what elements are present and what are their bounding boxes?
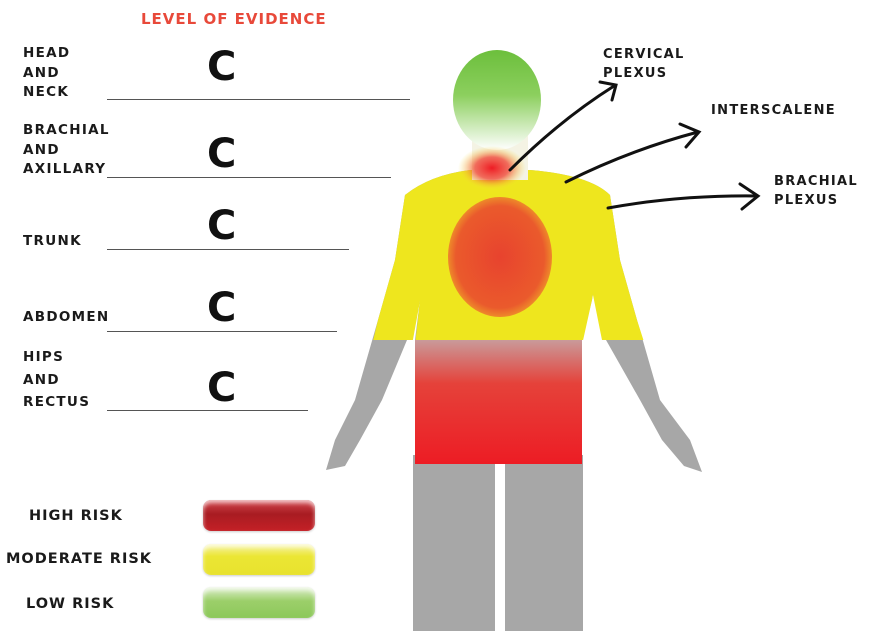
- region-label-trunk: TRUNK: [23, 232, 82, 252]
- legend-label-low: LOW RISK: [26, 596, 115, 612]
- label-line: TRUNK: [23, 233, 82, 249]
- legend-label-moderate: MODERATE RISK: [6, 551, 153, 567]
- region-label-hips-rectus: HIPS AND RECTUS: [23, 348, 90, 413]
- label-line: PLEXUS: [774, 193, 839, 208]
- arrow-brachial-plexus: [606, 194, 759, 210]
- label-line: CERVICAL: [603, 47, 685, 62]
- label-line: AND: [23, 64, 60, 81]
- grade-trunk: C: [207, 203, 237, 249]
- high-risk-chest-region: [448, 197, 552, 317]
- grade-brachial-axillary: C: [207, 131, 237, 177]
- label-line: HEAD: [23, 45, 71, 61]
- high-risk-hips-region: [415, 340, 582, 464]
- divider-line: [107, 177, 391, 178]
- arrowhead-icon: [738, 182, 761, 211]
- legend-swatch-moderate: [203, 544, 315, 575]
- label-line: AND: [23, 141, 60, 158]
- high-risk-neck-spot: [458, 146, 526, 190]
- legend-label-high: HIGH RISK: [29, 508, 123, 524]
- divider-line: [107, 249, 349, 250]
- grade-hips-rectus: C: [207, 365, 237, 411]
- legend-swatch-high: [203, 500, 315, 531]
- region-label-head-neck: HEAD AND NECK: [23, 44, 70, 103]
- arrow-interscalene: [564, 130, 700, 184]
- label-line: BRACHIAL: [23, 122, 110, 138]
- label-line: NECK: [23, 84, 70, 100]
- divider-line: [107, 99, 410, 100]
- grade-abdomen: C: [207, 285, 237, 331]
- arrow-cervical-plexus: [508, 84, 616, 172]
- arrowhead-icon: [678, 122, 702, 149]
- label-line: BRACHIAL: [774, 174, 858, 189]
- region-label-brachial-axillary: BRACHIAL AND AXILLARY: [23, 121, 110, 180]
- nerve-label-interscalene: INTERSCALENE: [711, 101, 836, 120]
- nerve-label-brachial-plexus: BRACHIAL PLEXUS: [774, 172, 858, 210]
- grade-head-neck: C: [207, 44, 237, 90]
- label-line: INTERSCALENE: [711, 103, 836, 118]
- nerve-arrows: [508, 80, 761, 211]
- divider-line: [107, 410, 308, 411]
- legend-swatch-low: [203, 587, 315, 618]
- label-line: ABDOMEN: [23, 309, 110, 325]
- level-of-evidence-title: LEVEL OF EVIDENCE: [141, 10, 327, 28]
- nerve-label-cervical-plexus: CERVICAL PLEXUS: [603, 45, 685, 83]
- arrowhead-icon: [598, 80, 618, 102]
- divider-line: [107, 331, 337, 332]
- label-line: HIPS: [23, 349, 65, 365]
- label-line: AND: [23, 371, 60, 388]
- label-line: PLEXUS: [603, 66, 668, 81]
- region-label-abdomen: ABDOMEN: [23, 308, 109, 328]
- low-risk-head-region: [453, 50, 541, 150]
- label-line: RECTUS: [23, 394, 91, 410]
- label-line: AXILLARY: [23, 161, 107, 177]
